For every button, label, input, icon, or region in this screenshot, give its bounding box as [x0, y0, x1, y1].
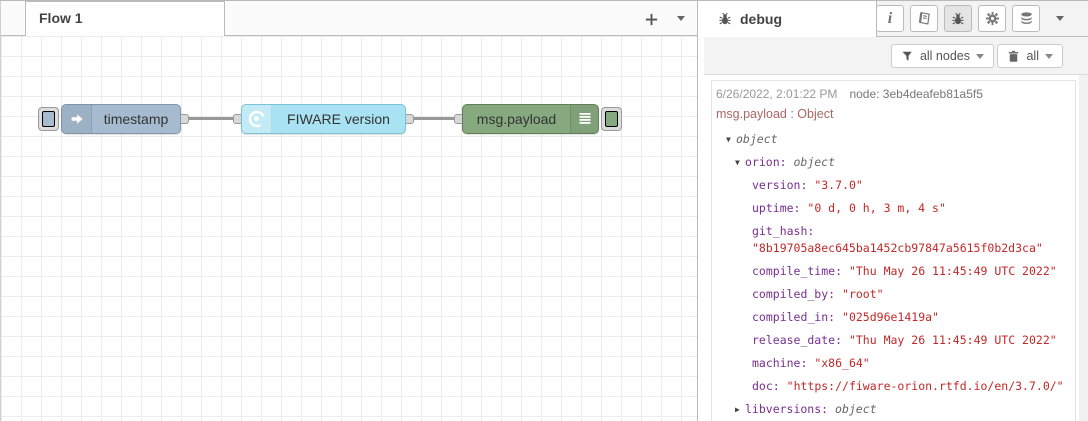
tree-key: release_date:: [752, 333, 843, 347]
tree-row: git_hash: "8b19705a8ec645ba1452cb97847a5…: [715, 220, 1067, 260]
tree-key: version:: [752, 178, 808, 192]
fiware-logo-icon: [242, 105, 272, 133]
tree-key: libversions:: [745, 402, 829, 416]
sidebar-menu-chevron-icon[interactable]: [1056, 16, 1064, 21]
tree-value: "025d96e1419a": [842, 310, 939, 324]
debug-toggle-inner: [605, 111, 618, 127]
tree-row: compiled_by: "root": [715, 283, 1067, 306]
tree-row[interactable]: ▶ libversions: object: [715, 398, 1067, 421]
book-icon: [917, 11, 932, 26]
tree-value: "8b19705a8ec645ba1452cb97847a5615f0b2d3c…: [752, 241, 1043, 255]
sidebar-context-button[interactable]: [1012, 5, 1040, 32]
debug-tab-label: debug: [740, 11, 782, 27]
bug-icon: [951, 12, 965, 26]
node-fiware-version[interactable]: FIWARE version: [241, 104, 406, 134]
trash-icon: [1007, 50, 1020, 63]
debug-scrollbar[interactable]: [1079, 75, 1088, 421]
plus-icon: [644, 12, 659, 27]
tree-key: machine:: [752, 356, 808, 370]
filter-label: all nodes: [919, 49, 970, 63]
sidebar-tabbar: debug i: [704, 1, 1088, 37]
tree-row: version: "3.7.0": [715, 174, 1067, 197]
node-label: timestamp: [103, 111, 169, 127]
sidebar-config-button[interactable]: [978, 5, 1006, 32]
tree-key: compile_time:: [752, 264, 843, 278]
debug-message-timestamp: 6/26/2022, 2:01:22 PM: [716, 87, 838, 101]
tree-value: "https://fiware-orion.rtfd.io/en/3.7.0/": [786, 379, 1064, 393]
gear-icon: [985, 11, 1000, 26]
add-flow-button[interactable]: [644, 9, 664, 29]
tree-key: compiled_by:: [752, 287, 836, 301]
tab-debug[interactable]: debug: [704, 1, 877, 37]
tree-value: "3.7.0": [814, 178, 863, 192]
flow-tabbar: Flow 1: [1, 1, 697, 36]
debug-sidebar: debug i all nodes: [704, 1, 1088, 421]
tree-row: compiled_in: "025d96e1419a": [715, 306, 1067, 329]
debug-message-list: 6/26/2022, 2:01:22 PM node: 3eb4deafeb81a…: [704, 75, 1088, 421]
tree-key: doc:: [752, 379, 780, 393]
funnel-icon: [901, 50, 914, 63]
sidebar-help-button[interactable]: [910, 5, 938, 32]
collapse-arrow-icon[interactable]: ▼: [726, 135, 731, 144]
debug-filterbar: all nodes all: [704, 37, 1088, 75]
tree-key: uptime:: [752, 201, 801, 215]
clear-messages-button[interactable]: all: [997, 44, 1063, 68]
wire-inject-to-fiware[interactable]: [186, 117, 238, 120]
filter-nodes-button[interactable]: all nodes: [890, 44, 994, 68]
tree-row: release_date: "Thu May 26 11:45:49 UTC 2…: [715, 329, 1067, 352]
inject-trigger-button[interactable]: [38, 107, 59, 131]
database-icon: [1019, 11, 1034, 26]
tree-value: "x86_64": [814, 356, 870, 370]
inject-arrow-icon: [62, 105, 92, 133]
sidebar-debug-button[interactable]: [944, 5, 972, 32]
flow-list-chevron-icon[interactable]: [677, 16, 685, 21]
tree-key: git_hash:: [752, 224, 815, 238]
tree-value: "Thu May 26 11:45:49 UTC 2022": [848, 333, 1057, 347]
debug-message-property: msg.payload : Object: [716, 107, 834, 121]
inject-button-inner: [42, 111, 55, 127]
debug-lines-icon: [570, 105, 598, 133]
debug-message-meta: 6/26/2022, 2:01:22 PM node: 3eb4deafeb81a…: [715, 87, 1067, 102]
clear-label: all: [1026, 49, 1039, 63]
node-timestamp[interactable]: timestamp: [61, 104, 181, 134]
tree-value: "0 d, 0 h, 3 m, 4 s": [807, 201, 946, 215]
bug-icon: [718, 12, 732, 26]
wire-fiware-to-debug[interactable]: [411, 117, 458, 120]
debug-message-node-id: node: 3eb4deafeb81a5f5: [849, 87, 983, 101]
tree-value: "root": [842, 287, 884, 301]
node-label: FIWARE version: [287, 111, 390, 127]
info-icon: i: [887, 9, 893, 27]
flow-workspace: Flow 1 timestamp: [1, 1, 698, 421]
node-label: msg.payload: [476, 111, 557, 127]
tree-object-type: object: [736, 132, 778, 146]
chevron-down-icon: [976, 53, 984, 59]
expand-arrow-icon[interactable]: ▶: [735, 405, 740, 414]
tree-row[interactable]: ▼ orion: object: [715, 151, 1067, 174]
flow-tab-label: Flow 1: [39, 10, 83, 26]
sidebar-info-button[interactable]: i: [876, 5, 904, 32]
tree-row: doc: "https://fiware-orion.rtfd.io/en/3.…: [715, 375, 1067, 398]
tree-row: uptime: "0 d, 0 h, 3 m, 4 s": [715, 197, 1067, 220]
tree-row[interactable]: ▼ object: [715, 128, 1067, 151]
tab-flow-1[interactable]: Flow 1: [25, 1, 225, 36]
chevron-down-icon: [1045, 53, 1053, 59]
flow-canvas[interactable]: timestamp FIWARE version msg.payload: [1, 36, 697, 421]
tree-object-type: object: [793, 155, 836, 169]
collapse-arrow-icon[interactable]: ▼: [735, 158, 740, 167]
node-msg-payload[interactable]: msg.payload: [462, 104, 599, 134]
debug-message: 6/26/2022, 2:01:22 PM node: 3eb4deafeb81a…: [711, 80, 1076, 421]
tree-key: compiled_in:: [752, 310, 836, 324]
tree-row: machine: "x86_64": [715, 352, 1067, 375]
tree-row: compile_time: "Thu May 26 11:45:49 UTC 2…: [715, 260, 1067, 283]
tree-key: orion:: [745, 155, 787, 169]
tree-object-type: object: [835, 402, 877, 416]
tree-value: "Thu May 26 11:45:49 UTC 2022": [848, 264, 1057, 278]
debug-toggle-button[interactable]: [601, 107, 622, 131]
